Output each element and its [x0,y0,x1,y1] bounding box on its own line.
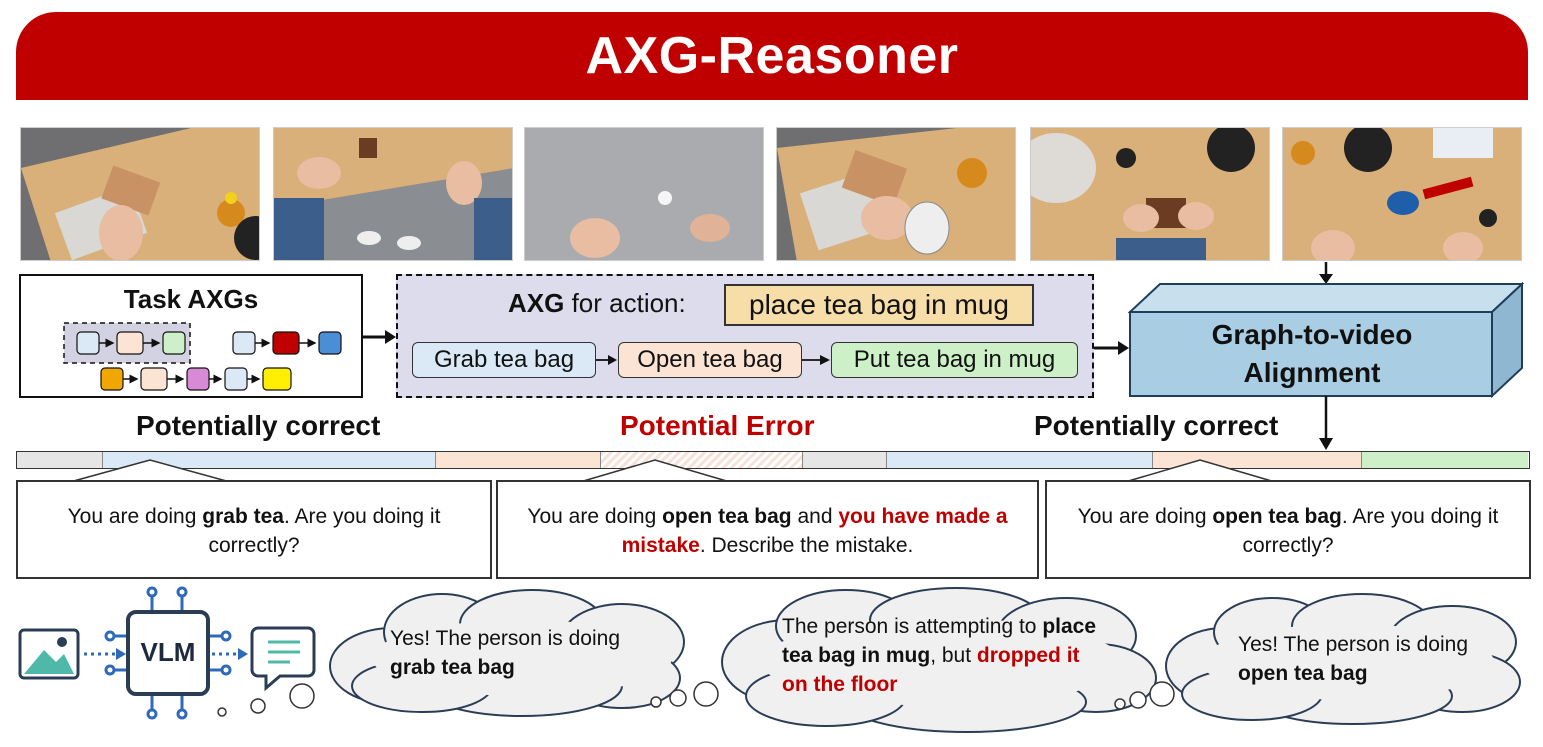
axg-step-open: Open tea bag [618,342,802,378]
prompt-2-pre: You are doing [527,505,663,528]
timeline-segment-open [436,452,601,468]
g2v-label: Graph-to-video Alignment [1130,316,1494,392]
response-3-pre: Yes! The person is doing [1238,633,1468,656]
frame-3-illustration [525,128,763,260]
title-banner: AXG-Reasoner [16,12,1528,100]
label-potentially-correct-right: Potentially correct [1034,410,1279,441]
frame-1-illustration [21,128,259,260]
prompt-2-mid: and [791,505,839,528]
graph-to-video-box [1128,282,1524,399]
g2v-label-line2: Alignment [1243,357,1381,388]
response-2-mid: , but [930,644,977,667]
response-1-pre: Yes! The person is doing [390,627,620,650]
response-3-bold: open tea bag [1238,662,1368,685]
axg-heading-bold: AXG [508,288,565,318]
prompt-2-post: . Describe the mistake. [699,534,914,557]
prompt-2-bold: open tea bag [662,505,792,528]
axg-step-grab: Grab tea bag [412,342,596,378]
response-2-pre: The person is attempting to [782,615,1043,638]
task-axgs-title: Task AXGs [123,284,259,314]
axg-step-put: Put tea bag in mug [831,342,1078,378]
timeline-segment-grab [103,452,436,468]
axg-heading-rest: for action: [564,288,686,318]
response-1-text: Yes! The person is doing grab tea bag [390,624,660,682]
prompt-3-bold: open tea bag [1212,505,1342,528]
axg-step-arrow-1 [596,355,617,365]
axg-heading: AXG for action: [508,288,686,319]
frame-6-illustration [1283,128,1521,260]
image-icon [18,628,80,680]
video-frame-5 [1030,127,1270,261]
timeline-segment-put [1362,452,1528,468]
prompt-1-pre: You are doing [67,505,203,528]
cloud-bubbles-2 [1114,681,1175,710]
frame-2-illustration [274,128,512,260]
response-2-bold: place tea bag in mug [782,615,1097,667]
vlm-label: VLM [140,637,196,667]
response-2-text: The person is attempting to place tea ba… [782,612,1102,699]
video-frame-6 [1282,127,1522,261]
page-title: AXG-Reasoner [585,27,959,85]
label-potentially-correct-left: Potentially correct [136,410,381,441]
response-3-text: Yes! The person is doing open tea bag [1238,630,1478,688]
chat-bubble-icon [250,626,316,692]
axg-to-g2v-arrow [1094,341,1129,355]
prompt-box-1: You are doing grab tea. Are you doing it… [16,480,492,579]
axg-action-panel: AXG for action: place tea bag in mug Gra… [396,274,1094,398]
vlm-chip-icon [104,586,232,720]
task-to-axg-arrow [363,330,396,344]
prompt-box-2: You are doing open tea bag and you have … [496,480,1039,579]
axg-action-tag: place tea bag in mug [724,284,1034,326]
vlm-pipeline [18,586,316,720]
prompt-3-pre: You are doing [1077,505,1213,528]
video-frame-3 [524,127,764,261]
axg-step-arrow-2 [802,355,830,365]
cloud-bubbles-1 [650,681,719,708]
timeline-segment-grab-2 [887,452,1153,468]
response-cloud-3 [1165,593,1521,725]
prompt-1-bold: grab tea [202,505,284,528]
task-axgs-panel: Task AXGs [19,274,363,398]
timeline-segment-bg-2 [803,452,887,468]
prompt-1-post: . Are you doing it correctly? [208,505,441,557]
prompt-3-post: . Are you doing it correctly? [1242,505,1499,557]
video-frame-1 [20,127,260,261]
frame-5-illustration [1031,128,1269,260]
g2v-label-line1: Graph-to-video [1211,319,1413,350]
video-frame-4 [776,127,1016,261]
video-frame-2 [273,127,513,261]
g2v-to-timeline-arrow [1319,396,1333,450]
frame-4-illustration [777,128,1015,260]
label-potential-error: Potential Error [620,410,815,441]
response-2-red: dropped it on the floor [782,644,1080,696]
response-1-bold: grab tea bag [390,656,515,679]
response-cloud-2 [721,587,1157,733]
prompt-box-3: You are doing open tea bag. Are you doin… [1045,480,1531,579]
response-cloud-1 [329,589,685,717]
task-axgs-graph [63,322,342,391]
prompt-2-red: you have made a mistake [621,505,1008,557]
frame-to-g2v-arrow [1319,262,1333,284]
timeline-segment-bg [17,452,103,468]
